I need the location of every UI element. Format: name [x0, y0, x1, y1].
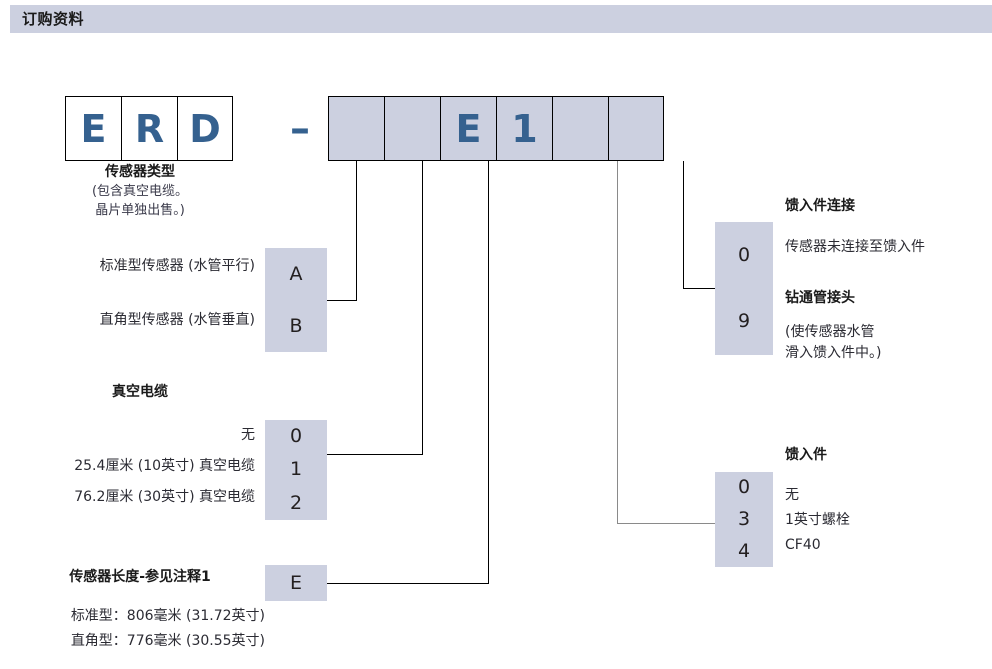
sensor-length-title: 传感器长度-参见注释1: [69, 569, 211, 585]
sensor-type-value-box: A B: [265, 248, 327, 352]
vacuum-cable-title: 真空电缆: [112, 384, 168, 400]
sensor-length-note-line2: 直角型：776毫米 (30.55英寸): [70, 633, 265, 649]
sensor-type-heading-group: 传感器类型 (包含真空电缆。 晶片单独出售。): [15, 163, 265, 220]
feedthrough-value-0: 0: [737, 476, 751, 499]
order-code-prefix: E R D: [65, 96, 233, 161]
code-cell-prefix-0: E: [65, 96, 121, 161]
vacuum-cable-value-0: 0: [289, 425, 303, 448]
code-cell-option-0: [328, 96, 384, 161]
feedthrough-connection-note: (使传感器水管 滑入馈入件中。): [785, 322, 881, 364]
vacuum-cable-value-box: 0 1 2: [265, 420, 327, 520]
sensor-type-note-line2: 晶片单独出售。): [95, 203, 185, 218]
code-cell-option-1: [384, 96, 440, 161]
code-separator-dash: –: [290, 105, 310, 152]
connector-sensor-length-horizontal: [327, 583, 489, 584]
sensor-type-note-line1: (包含真空电缆。: [91, 184, 189, 199]
feedthrough-connection-option-label-0: 传感器未连接至馈入件: [785, 239, 925, 255]
code-cell-prefix-2: D: [177, 96, 233, 161]
connector-sensor-type-vertical: [356, 161, 357, 301]
feedthrough-connection-note-line1: (使传感器水管: [785, 324, 875, 340]
connector-sensor-length-vertical: [488, 161, 489, 584]
feedthrough-connection-title: 馈入件连接: [785, 198, 855, 214]
vacuum-cable-value-1: 1: [289, 458, 303, 481]
feedthrough-connection-value-box: 0 9: [715, 222, 773, 355]
code-cell-option-5: [608, 96, 664, 161]
code-cell-option-2: E: [440, 96, 496, 161]
sensor-length-note-line1: 标准型：806毫米 (31.72英寸): [70, 608, 265, 624]
connector-vacuum-cable-vertical: [422, 161, 423, 455]
code-cell-prefix-1: R: [121, 96, 177, 161]
connector-vacuum-cable-horizontal: [327, 454, 423, 455]
feedthrough-connection-value-9: 9: [737, 310, 751, 333]
sensor-type-option-label-a: 标准型传感器 (水管平行): [99, 258, 255, 274]
sensor-length-value-box: E: [265, 565, 327, 601]
feedthrough-value-box: 0 3 4: [715, 472, 773, 567]
feedthrough-option-label-3: 1英寸螺栓: [785, 512, 850, 528]
feedthrough-connection-option-label-9: 钻通管接头: [785, 290, 855, 306]
feedthrough-option-label-4: CF40: [785, 537, 821, 553]
sensor-type-title: 传感器类型: [105, 164, 175, 180]
connector-sensor-type-horizontal: [327, 300, 357, 301]
sensor-type-option-label-b: 直角型传感器 (水管垂直): [99, 312, 255, 328]
connector-feedthrough-horizontal: [617, 523, 716, 524]
sensor-type-value-a: A: [289, 262, 303, 285]
vacuum-cable-option-label-2: 76.2厘米 (30英寸) 真空电缆: [74, 489, 255, 505]
code-cell-option-3: 1: [496, 96, 552, 161]
page-title: 订购资料: [22, 10, 85, 28]
sensor-type-value-b: B: [289, 314, 303, 337]
vacuum-cable-option-label-0: 无: [241, 427, 255, 443]
feedthrough-connection-note-line2: 滑入馈入件中。): [785, 345, 882, 361]
sensor-length-value: E: [289, 571, 302, 594]
connector-feed-connect-horizontal: [683, 288, 716, 289]
order-code-options: E 1: [328, 96, 664, 161]
feedthrough-value-3: 3: [737, 507, 751, 530]
feedthrough-option-label-0: 无: [785, 487, 799, 503]
connector-feedthrough-vertical: [617, 161, 618, 524]
vacuum-cable-value-2: 2: [289, 491, 303, 514]
section-header-bar: [10, 5, 992, 33]
feedthrough-connection-value-0: 0: [737, 243, 751, 266]
code-cell-option-4: [552, 96, 608, 161]
vacuum-cable-option-label-1: 25.4厘米 (10英寸) 真空电缆: [74, 458, 255, 474]
connector-feed-connect-vertical: [683, 161, 684, 289]
feedthrough-value-4: 4: [737, 539, 751, 562]
feedthrough-title: 馈入件: [785, 447, 827, 463]
